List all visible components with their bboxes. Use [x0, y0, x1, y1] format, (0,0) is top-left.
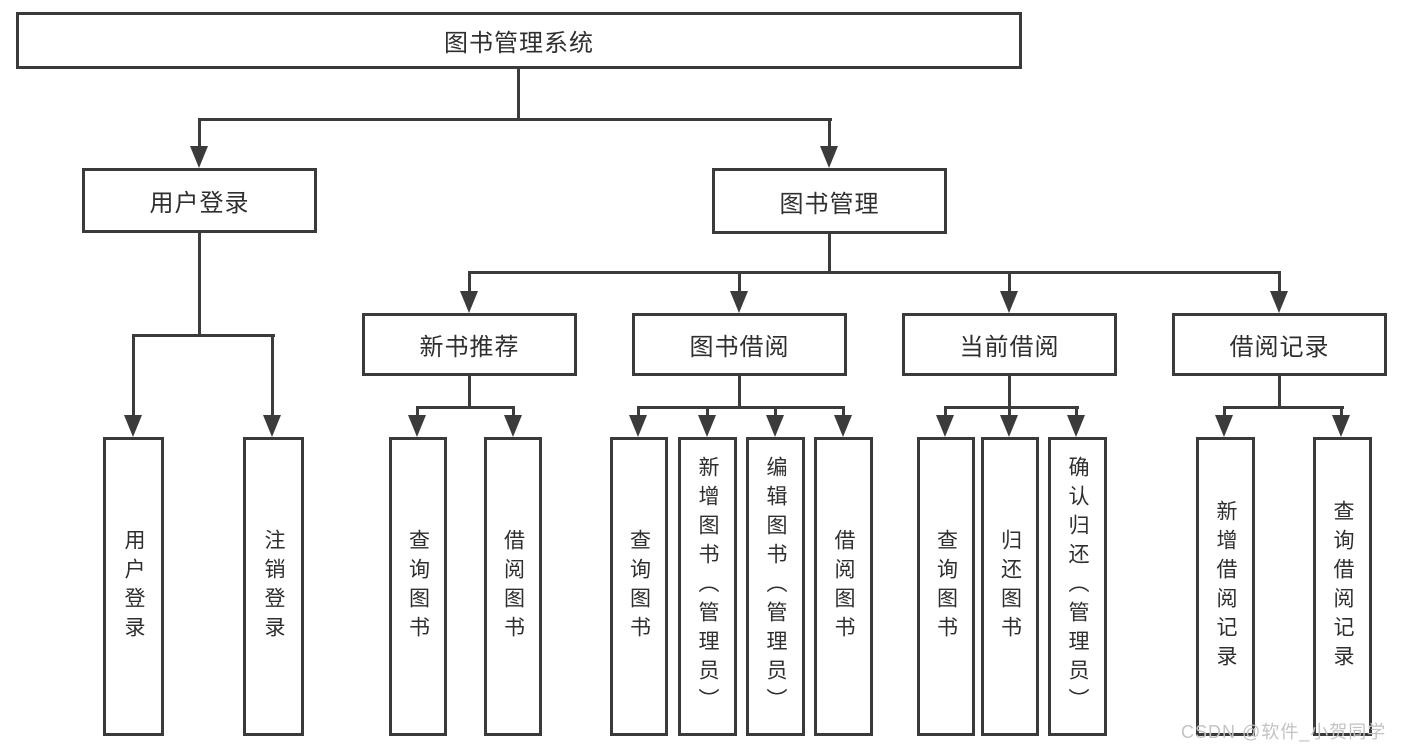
- connector-drop: [637, 406, 640, 418]
- node-label: 查询借阅记录: [1331, 499, 1354, 674]
- leaf-return-books: 归还图书: [981, 437, 1039, 736]
- leaf-borrow-books-recommend: 借阅图书: [484, 437, 542, 736]
- connector-drop: [1278, 271, 1281, 296]
- leaf-confirm-return-admin: 确认归还（管理员）: [1048, 437, 1107, 736]
- connector-drop: [828, 118, 831, 152]
- connector-drop: [1008, 406, 1011, 418]
- leaf-query-books-recommend: 查询图书: [389, 437, 447, 736]
- csdn-watermark: CSDN @软件_小贺同学: [1181, 722, 1387, 742]
- node-new-book-recommendation: 新书推荐: [362, 313, 577, 376]
- node-label: 编辑图书（管理员）: [764, 456, 787, 717]
- node-label: 查询图书: [934, 528, 958, 645]
- connector-drop: [706, 406, 709, 418]
- node-current-borrowing: 当前借阅: [902, 313, 1117, 376]
- node-label: 查询图书: [627, 528, 651, 645]
- arrowhead-down-icon: [730, 291, 748, 313]
- arrowhead-down-icon: [698, 415, 716, 437]
- node-label: 当前借阅: [959, 334, 1060, 361]
- connector-drop: [944, 406, 947, 418]
- leaf-query-borrow-record: 查询借阅记录: [1313, 437, 1372, 736]
- arrowhead-down-icon: [1332, 415, 1350, 437]
- arrowhead-down-icon: [190, 146, 208, 168]
- leaf-borrow-books: 借阅图书: [814, 437, 873, 736]
- connector-drop: [774, 406, 777, 418]
- leaf-user-login: 用户登录: [103, 437, 164, 736]
- connector-userlogin-hbar: [132, 334, 275, 337]
- arrowhead-down-icon: [1270, 291, 1288, 313]
- connector-drop: [198, 118, 201, 152]
- node-label: 借阅记录: [1229, 334, 1330, 361]
- connector-borrowing-hbar: [637, 406, 845, 409]
- arrowhead-down-icon: [820, 146, 838, 168]
- node-label: 新增借阅记录: [1214, 499, 1237, 674]
- node-label: 新增图书（管理员）: [696, 456, 719, 717]
- node-label: 图书借阅: [689, 334, 790, 361]
- node-library-management-system: 图书管理系统: [16, 12, 1022, 69]
- connector-userlogin-stem: [198, 231, 201, 337]
- arrowhead-down-icon: [1000, 291, 1018, 313]
- arrowhead-down-icon: [1067, 415, 1085, 437]
- connector-drop: [271, 334, 274, 418]
- node-label: 借阅图书: [501, 528, 525, 645]
- node-label: 确认归还（管理员）: [1066, 456, 1089, 717]
- connector-bookmgmt-hbar: [468, 271, 1281, 274]
- arrowhead-down-icon: [263, 415, 281, 437]
- arrowhead-down-icon: [460, 291, 478, 313]
- leaf-add-borrow-record: 新增借阅记录: [1196, 437, 1255, 736]
- leaf-add-books-admin: 新增图书（管理员）: [678, 437, 737, 736]
- node-label: 用户登录: [122, 528, 145, 645]
- arrowhead-down-icon: [936, 415, 954, 437]
- leaf-query-books-borrowing: 查询图书: [610, 437, 668, 736]
- connector-drop: [1008, 271, 1011, 296]
- arrowhead-down-icon: [629, 415, 647, 437]
- node-label: 图书管理: [779, 190, 880, 218]
- node-book-borrowing: 图书借阅: [632, 313, 847, 376]
- node-book-management: 图书管理: [712, 168, 947, 234]
- connector-drop: [1075, 406, 1078, 418]
- node-label: 注销登录: [262, 528, 285, 645]
- arrowhead-down-icon: [408, 415, 426, 437]
- connector-drop: [842, 406, 845, 418]
- connector-records-stem: [1278, 376, 1281, 409]
- connector-drop: [468, 271, 471, 296]
- connector-drop: [512, 406, 515, 418]
- connector-newbook-hbar: [416, 406, 515, 409]
- leaf-query-books-current: 查询图书: [917, 437, 975, 736]
- connector-borrowing-stem: [738, 376, 741, 409]
- node-label: 归还图书: [998, 528, 1022, 645]
- connector-drop: [1340, 406, 1343, 418]
- connector-root-hbar: [198, 118, 832, 121]
- connector-current-hbar: [944, 406, 1079, 409]
- node-user-login: 用户登录: [82, 168, 317, 233]
- connector-root-stem: [517, 69, 520, 121]
- connector-records-hbar: [1223, 406, 1344, 409]
- connector-drop: [416, 406, 419, 418]
- connector-current-stem: [1008, 376, 1011, 409]
- arrowhead-down-icon: [1215, 415, 1233, 437]
- arrowhead-down-icon: [504, 415, 522, 437]
- node-label: 用户登录: [149, 190, 250, 217]
- connector-drop: [132, 334, 135, 418]
- leaf-edit-books-admin: 编辑图书（管理员）: [746, 437, 805, 736]
- arrowhead-down-icon: [766, 415, 784, 437]
- node-label: 新书推荐: [419, 334, 520, 361]
- arrowhead-down-icon: [834, 415, 852, 437]
- node-label: 借阅图书: [832, 528, 855, 645]
- arrowhead-down-icon: [1000, 415, 1018, 437]
- connector-drop: [738, 271, 741, 296]
- leaf-logout: 注销登录: [243, 437, 304, 736]
- node-label: 图书管理系统: [444, 30, 594, 57]
- connector-drop: [1223, 406, 1226, 418]
- connector-newbook-stem: [468, 376, 471, 409]
- node-label: 查询图书: [406, 528, 430, 645]
- arrowhead-down-icon: [124, 415, 142, 437]
- connector-bookmgmt-stem: [828, 234, 831, 274]
- node-borrowing-records: 借阅记录: [1172, 313, 1387, 376]
